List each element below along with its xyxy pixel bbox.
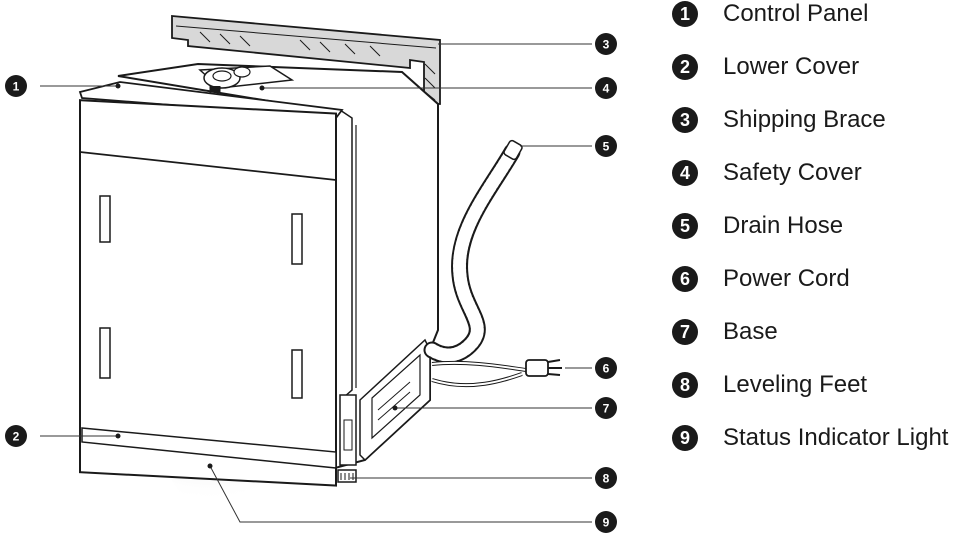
- legend-number: 8: [672, 372, 698, 398]
- callout-7-number: 7: [603, 402, 610, 416]
- callout-5-number: 5: [603, 140, 610, 154]
- leveling-foot: [337, 469, 357, 483]
- legend-label: Safety Cover: [723, 159, 862, 186]
- callout-6-number: 6: [603, 362, 610, 376]
- legend-item-base: 7 Base: [672, 312, 778, 352]
- callout-7: 7: [595, 397, 617, 419]
- callout-9: 9: [595, 511, 617, 533]
- legend-number: 4: [672, 160, 698, 186]
- door-panel: [78, 81, 344, 487]
- legend-item-leveling-feet: 8 Leveling Feet: [672, 365, 867, 405]
- callout-1: 1: [5, 75, 27, 97]
- callout-4: 4: [595, 77, 617, 99]
- safety-cover: [198, 65, 295, 93]
- leader-lines: [40, 43, 592, 523]
- legend-label: Status Indicator Light: [723, 424, 949, 451]
- legend-label: Power Cord: [723, 265, 850, 292]
- callout-8-number: 8: [603, 472, 610, 486]
- dishwasher-tub: [117, 62, 439, 470]
- legend-label: Drain Hose: [723, 212, 844, 239]
- legend-label: Leveling Feet: [723, 371, 868, 398]
- parts-legend: 1 Control Panel 2 Lower Cover 3 Shipping…: [672, 0, 965, 535]
- callout-5: 5: [595, 135, 617, 157]
- callout-9-number: 9: [603, 516, 610, 530]
- legend-number: 9: [672, 425, 698, 451]
- callout-3-number: 3: [603, 38, 610, 52]
- callout-8: 8: [595, 467, 617, 489]
- legend-number: 2: [672, 54, 698, 80]
- legend-item-control-panel: 1 Control Panel: [672, 0, 868, 34]
- callout-4-number: 4: [603, 82, 610, 96]
- callout-1-number: 1: [13, 80, 20, 94]
- shipping-brace: [171, 15, 441, 105]
- legend-number: 6: [672, 266, 698, 292]
- legend-label: Control Panel: [723, 0, 869, 27]
- legend-label: Lower Cover: [723, 53, 860, 80]
- legend-item-drain-hose: 5 Drain Hose: [672, 206, 843, 246]
- legend-item-power-cord: 6 Power Cord: [672, 259, 850, 299]
- drain-hose: [423, 139, 523, 364]
- callout-2-number: 2: [13, 430, 20, 444]
- legend-label: Base: [723, 318, 778, 345]
- legend-item-lower-cover: 2 Lower Cover: [672, 47, 859, 87]
- callout-6: 6: [595, 357, 617, 379]
- callout-2: 2: [5, 425, 27, 447]
- legend-label: Shipping Brace: [723, 106, 886, 133]
- legend-item-status-indicator-light: 9 Status Indicator Light: [672, 418, 948, 458]
- power-cord: [431, 359, 562, 388]
- legend-number: 1: [672, 1, 698, 27]
- legend-number: 7: [672, 319, 698, 345]
- legend-number: 3: [672, 107, 698, 133]
- legend-item-shipping-brace: 3 Shipping Brace: [672, 100, 886, 140]
- legend-item-safety-cover: 4 Safety Cover: [672, 153, 862, 193]
- callout-3: 3: [595, 33, 617, 55]
- legend-number: 5: [672, 213, 698, 239]
